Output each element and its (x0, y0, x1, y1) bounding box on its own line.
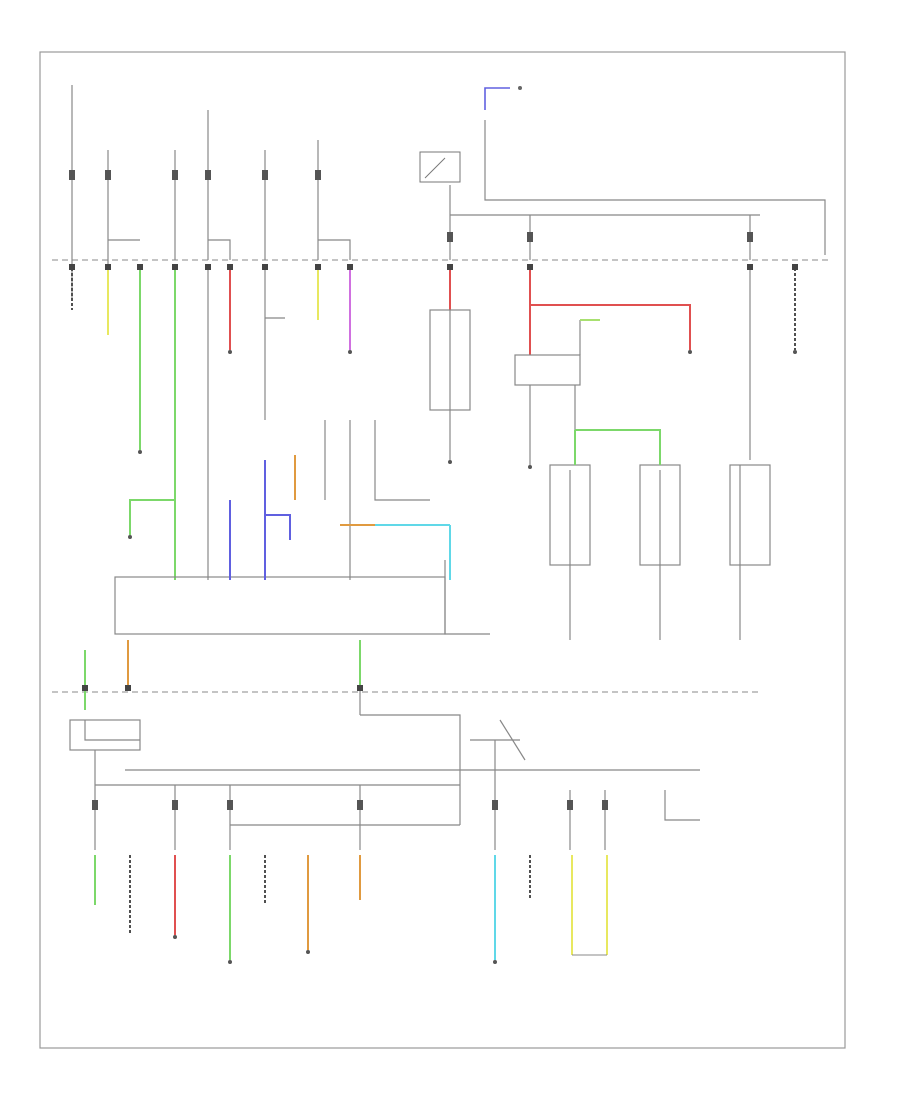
lower-fuse-symbols (92, 800, 608, 810)
termination-points (128, 350, 797, 964)
upper-fuse-symbols (69, 170, 753, 242)
connector-pins (69, 264, 798, 691)
battery-bus-top-right (484, 120, 826, 255)
middle-colored-wires (84, 319, 661, 710)
fusible-link-switch (424, 157, 446, 179)
fusible-link-box (419, 151, 461, 183)
middle-wiring (114, 268, 771, 640)
lower-colored-wires (94, 855, 608, 960)
lower-wiring (69, 690, 700, 850)
blue-battery-lead (484, 87, 510, 110)
diagram-frame (39, 51, 846, 1049)
upper-colored-wires (71, 268, 796, 580)
upper-fuse-feeds (71, 85, 751, 300)
battery-terminal (518, 86, 522, 90)
